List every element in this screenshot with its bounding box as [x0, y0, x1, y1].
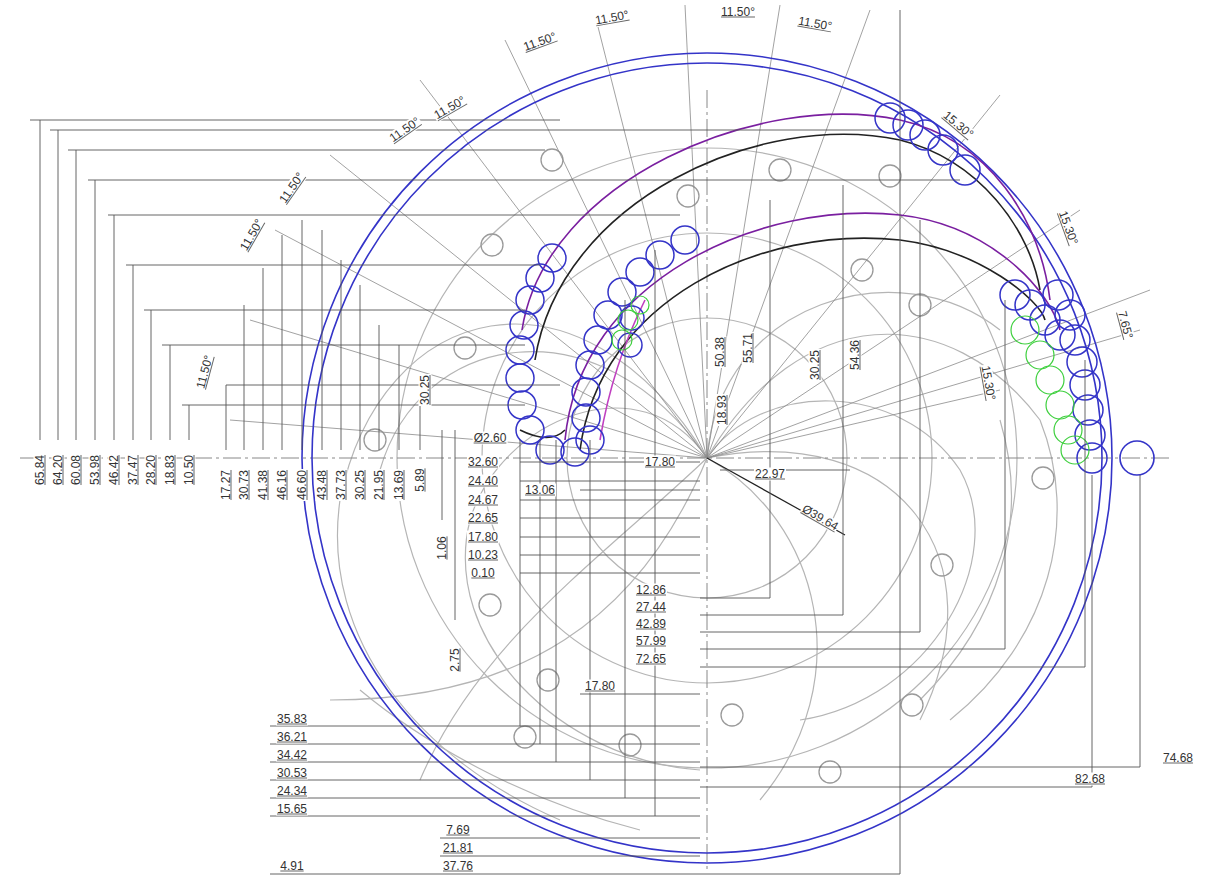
- dimension-label: 53.98: [89, 454, 102, 486]
- dimension-label: 57.99: [635, 635, 667, 648]
- dimension-label: 22.97: [754, 468, 786, 481]
- dimension-label: 11.50°: [593, 8, 631, 27]
- dimension-label: 50.38: [714, 336, 727, 368]
- dimension-label: 11.50°: [276, 170, 307, 207]
- dimension-label: 15.30°: [978, 364, 997, 403]
- dimension-label: 82.68: [1074, 773, 1106, 786]
- dimension-label: 11.50°: [521, 30, 559, 55]
- dimension-label: 21.95: [373, 469, 386, 501]
- dimension-label: 17.80: [644, 456, 676, 469]
- dimension-label: 11.50°: [194, 353, 216, 391]
- dimension-label: 4.91: [279, 860, 304, 873]
- dimension-label: 11.50°: [237, 216, 266, 254]
- dimension-label: 41.38: [257, 469, 270, 501]
- dimension-label: 37.47: [127, 454, 140, 486]
- dimension-label: 37.73: [335, 469, 348, 501]
- dimension-label: 46.16: [276, 469, 289, 501]
- dimension-label: 24.40: [467, 475, 499, 488]
- dimension-label: 7.69: [445, 824, 470, 837]
- dimension-label: 22.65: [467, 512, 499, 525]
- dimension-label: 18.83: [164, 454, 177, 486]
- dimension-label: 17.80: [467, 531, 499, 544]
- dimension-label: 11.50°: [431, 93, 469, 122]
- dimension-label: 24.67: [467, 494, 499, 507]
- dimension-label: 54.36: [849, 339, 862, 371]
- dimension-label: 43.48: [316, 469, 329, 501]
- dimension-label: 15.30°: [1056, 208, 1081, 247]
- dimension-label: 36.21: [276, 731, 308, 744]
- dimension-label: 30.25: [809, 349, 822, 381]
- dimension-label: 72.65: [635, 653, 667, 666]
- dimension-label: 12.86: [635, 584, 667, 597]
- dimension-label: 42.89: [635, 618, 667, 631]
- dimension-label: 0.10: [470, 567, 495, 580]
- dimension-label: 24.34: [276, 785, 308, 798]
- dimension-label: 2.75: [449, 647, 462, 672]
- dimension-label: 10.50: [183, 454, 196, 486]
- dimension-label: 18.93: [716, 394, 729, 426]
- dimension-label: 28.20: [145, 454, 158, 486]
- dimension-label: 13.69: [393, 469, 406, 501]
- dimension-label: 55.71: [742, 332, 755, 364]
- dimension-label: 15.65: [276, 803, 308, 816]
- dimension-label: 11.50°: [720, 6, 756, 19]
- dimension-label: 32.60: [467, 456, 499, 469]
- dimension-label: 60.08: [70, 454, 83, 486]
- dimension-label: 11.50°: [796, 14, 834, 33]
- dimension-label: 34.42: [276, 749, 308, 762]
- dimension-label: 10.23: [467, 549, 499, 562]
- dimension-label: 30.73: [238, 469, 251, 501]
- dimension-label: 30.53: [276, 767, 308, 780]
- dimension-label: 37.76: [442, 860, 474, 873]
- dimension-label: 46.60: [296, 469, 309, 501]
- dimension-label: 17.80: [584, 680, 616, 693]
- dimension-label: 30.25: [419, 374, 432, 406]
- dimension-label: 35.83: [276, 713, 308, 726]
- dimension-label: 30.25: [354, 469, 367, 501]
- dimension-label: Ø2.60: [473, 432, 508, 445]
- dimension-label: 1.06: [436, 535, 449, 560]
- dimension-label: 65.84: [34, 454, 47, 486]
- dimension-label: 27.44: [635, 601, 667, 614]
- dimension-label: 74.68: [1162, 752, 1194, 765]
- dimension-label: 13.06: [524, 484, 556, 497]
- dimension-label: Ø39.64: [799, 502, 841, 534]
- dimension-label: 64.20: [52, 454, 65, 486]
- dimension-label: 21.81: [442, 842, 474, 855]
- dimension-label: 5.89: [414, 467, 427, 492]
- dimension-label: 17.27: [220, 469, 233, 501]
- dimension-label: 46.42: [108, 454, 121, 486]
